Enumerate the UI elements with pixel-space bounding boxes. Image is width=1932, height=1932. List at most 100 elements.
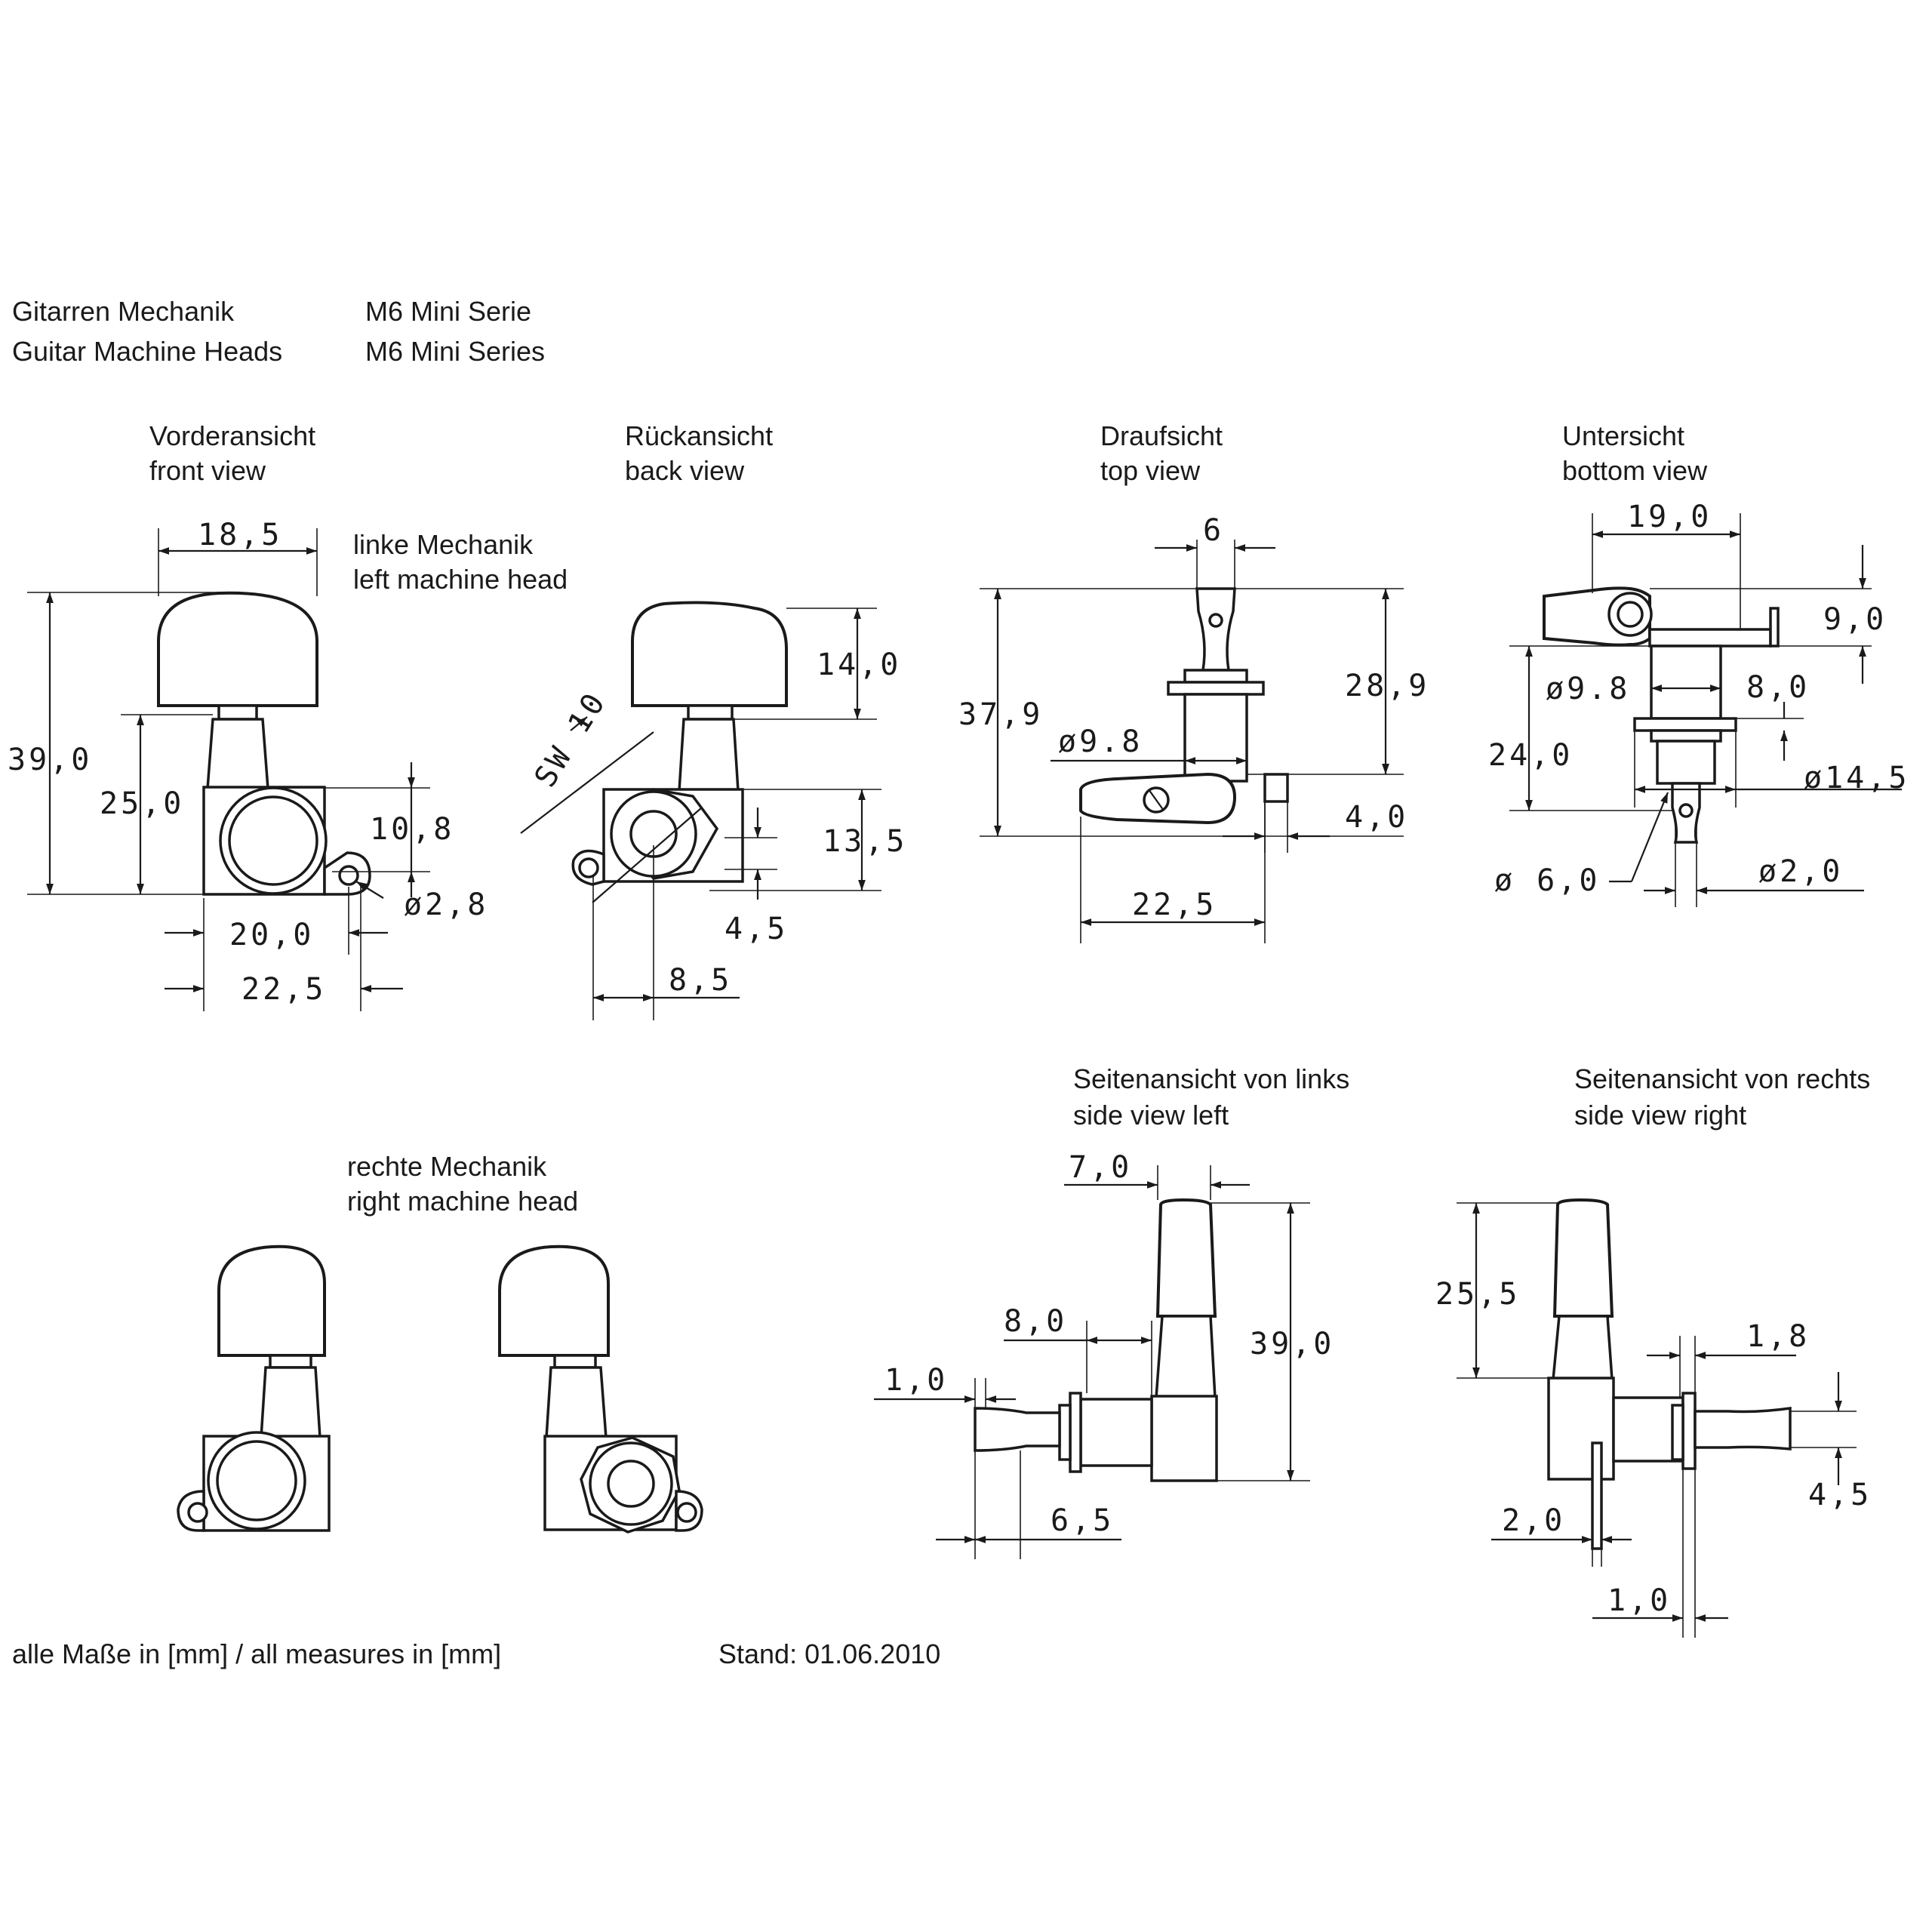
right-back-shaft: [607, 1460, 655, 1508]
top-washer: [1167, 681, 1265, 696]
dim-bottom-post-dia: ø 6,0: [1494, 863, 1600, 898]
back-view: Rückansicht back view 14,0 13,5 4,5: [520, 420, 907, 1020]
side-left-housing: [1150, 1395, 1218, 1482]
bottom-post-hole: [1678, 803, 1694, 818]
side-left-title-en: side view left: [1073, 1100, 1229, 1131]
side-right-title-en: side view right: [1574, 1100, 1746, 1131]
left-head-label-de: linke Mechanik: [353, 529, 534, 560]
front-view-machine-head: [157, 591, 371, 896]
bottom-nut: [1650, 729, 1722, 743]
right-front-mount-hole: [187, 1502, 208, 1523]
top-view-machine-head: [1079, 587, 1289, 825]
front-mount-hole: [338, 865, 359, 886]
dim-back-hex-size: SW 10: [528, 685, 613, 793]
top-string-post: [1195, 587, 1236, 672]
bottom-bushing: [1650, 645, 1722, 720]
dim-bottom-width: 19,0: [1627, 500, 1712, 534]
side-right-housing: [1547, 1377, 1615, 1481]
bottom-tab: [1769, 607, 1780, 648]
right-front-neck: [269, 1354, 312, 1369]
front-gear-inner: [228, 795, 318, 886]
dim-side-left-knob-width: 7,0: [1069, 1150, 1132, 1185]
side-right-washer: [1681, 1392, 1697, 1470]
side-left-bushing: [1079, 1398, 1153, 1467]
side-left-title-de: Seitenansicht von links: [1073, 1063, 1349, 1094]
front-post: [206, 718, 269, 790]
side-view-left: Seitenansicht von links side view left 7…: [874, 1063, 1349, 1559]
right-head-front: [177, 1244, 331, 1532]
dim-side-right-knob-height: 25,5: [1435, 1277, 1520, 1312]
front-view-title-de: Vorderansicht: [149, 420, 315, 451]
footer: alle Maße in [mm] / all measures in [mm]…: [12, 1638, 940, 1669]
bottom-view-machine-head: [1543, 586, 1780, 844]
header: Gitarren Mechanik Guitar Machine Heads M…: [12, 296, 545, 367]
dim-front-body-height: 25,0: [100, 786, 184, 821]
side-right-pin: [1591, 1441, 1603, 1550]
dim-bottom-hole-dia: ø2,0: [1758, 854, 1843, 889]
side-left-post: [1155, 1315, 1217, 1399]
front-neck: [217, 704, 258, 721]
dim-front-knob-width: 18,5: [198, 518, 282, 552]
back-neck: [687, 704, 734, 721]
right-back-mount-hole: [676, 1502, 697, 1523]
right-back-post: [545, 1366, 608, 1439]
dim-back-housing-height: 13,5: [823, 824, 907, 859]
side-right-nut: [1671, 1404, 1684, 1461]
bottom-washer: [1633, 717, 1737, 732]
back-mount-hole: [578, 857, 599, 878]
right-back-neck: [553, 1354, 597, 1369]
series-de: M6 Mini Serie: [365, 296, 531, 327]
dim-front-hole-dia: ø2,8: [404, 888, 488, 922]
side-right-title-de: Seitenansicht von rechts: [1574, 1063, 1870, 1094]
bottom-view-title-en: bottom view: [1562, 455, 1708, 486]
dim-side-left-body-offset: 8,0: [1004, 1304, 1067, 1339]
footer-date: Stand: 01.06.2010: [718, 1638, 940, 1669]
side-left-nut: [1058, 1404, 1072, 1461]
right-machine-head-views: rechte Mechanik right machine head: [177, 1151, 703, 1534]
dim-bottom-knob-thickness: 9,0: [1823, 602, 1887, 637]
bottom-view: Untersicht bottom view 19,0 9,0: [1488, 420, 1906, 907]
side-right-string-post: [1694, 1406, 1792, 1451]
top-bushing: [1183, 693, 1248, 783]
side-left-string-post: [974, 1407, 1061, 1452]
right-front-gear-inner: [216, 1440, 297, 1521]
bottom-view-title-de: Untersicht: [1562, 420, 1684, 451]
dim-front-gear-offset: 10,8: [370, 812, 454, 847]
dim-top-post-width: 6: [1203, 513, 1224, 548]
side-left-machine-head: [974, 1198, 1218, 1482]
back-view-title-en: back view: [625, 455, 745, 486]
left-head-label-en: left machine head: [353, 564, 568, 595]
dim-side-left-collar: 1,0: [884, 1363, 948, 1398]
bottom-housing-plate: [1648, 628, 1772, 648]
right-front-post: [260, 1366, 321, 1439]
dim-top-post-height: 28,9: [1345, 669, 1429, 703]
dim-side-left-post-length: 6,5: [1051, 1503, 1114, 1538]
top-view: Draufsicht top view 6 37,9 28,9 ø9.8: [958, 420, 1429, 943]
top-bushing-nut: [1183, 669, 1248, 684]
dim-back-hole-offset: 4,5: [724, 912, 788, 946]
bottom-knob-boss-inner: [1617, 601, 1644, 628]
side-left-washer: [1069, 1392, 1082, 1473]
dim-bottom-bushing-dia: ø9.8: [1546, 672, 1630, 706]
dim-back-knob-height: 14,0: [817, 648, 901, 682]
back-knob: [631, 601, 788, 707]
footer-units-note: alle Maße in [mm] / all measures in [mm]: [12, 1638, 501, 1669]
series-en: M6 Mini Series: [365, 336, 545, 367]
back-view-machine-head: [571, 601, 788, 886]
dim-side-left-height: 39,0: [1250, 1327, 1334, 1361]
top-view-title-de: Draufsicht: [1100, 420, 1223, 451]
title-en: Guitar Machine Heads: [12, 336, 282, 367]
dim-top-plate: 4,0: [1345, 800, 1408, 835]
dim-front-overall-width: 22,5: [242, 972, 326, 1007]
dim-top-bushing-dia: ø9.8: [1058, 724, 1143, 759]
right-head-label-en: right machine head: [347, 1186, 578, 1217]
side-right-post: [1552, 1315, 1614, 1381]
right-head-label-de: rechte Mechanik: [347, 1151, 547, 1182]
dim-bottom-height: 24,0: [1488, 738, 1573, 773]
side-right-machine-head: [1547, 1198, 1792, 1550]
dim-bottom-bushing-height: 8,0: [1746, 670, 1810, 705]
front-knob: [157, 591, 318, 707]
front-view: Vorderansicht front view linke Mechanik …: [8, 420, 568, 1011]
right-head-back: [498, 1244, 703, 1534]
